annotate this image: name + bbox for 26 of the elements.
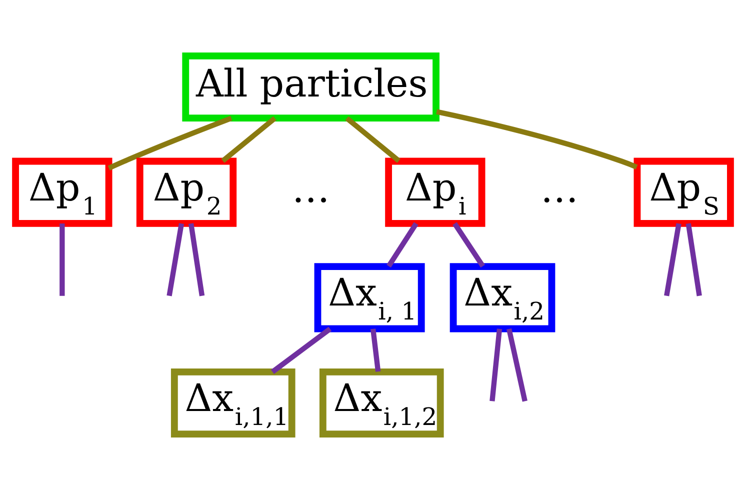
connector: [166, 222, 184, 296]
node-box: Δp$_{i}$: [385, 157, 486, 226]
node-box: Δp$_{1}$: [12, 157, 112, 226]
connector: [221, 116, 276, 162]
node-box: Δp$_{S}$: [634, 157, 734, 226]
label: …: [540, 166, 578, 210]
connector: [452, 222, 485, 268]
connector: [506, 328, 528, 402]
connector: [436, 108, 638, 169]
connector: [188, 222, 205, 296]
connector: [345, 116, 400, 162]
node-box: Δx$_{i,2}$: [450, 262, 556, 332]
connector: [386, 222, 418, 268]
label: …: [292, 166, 330, 210]
connector: [664, 222, 682, 296]
node-box: Δx$_{i,1,2}$: [319, 368, 444, 438]
connector: [108, 115, 232, 170]
node-box: Δp$_{2}$: [136, 157, 237, 226]
connector: [270, 326, 332, 374]
connector: [370, 328, 381, 372]
connector: [686, 222, 702, 296]
node-box: Δx$_{i, 1}$: [314, 262, 425, 332]
node-box: Δx$_{i,1,1}$: [170, 368, 296, 438]
connector: [60, 223, 65, 296]
connector: [490, 328, 502, 401]
node-box: All particles: [182, 52, 440, 122]
